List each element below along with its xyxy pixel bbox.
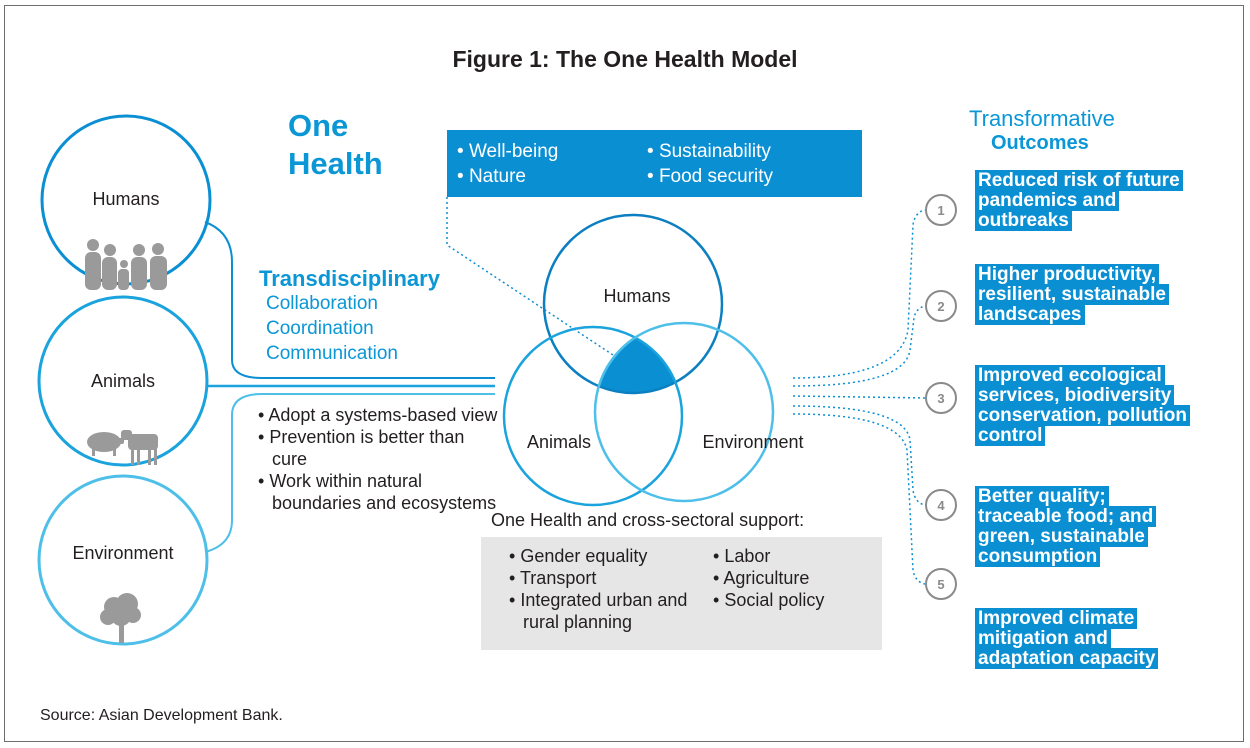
trans-item-collaboration: Collaboration	[266, 293, 378, 314]
source-note: Source: Asian Development Bank.	[40, 707, 283, 724]
environment-connector	[204, 393, 495, 553]
environment-circle	[37, 474, 209, 646]
outcome-num-3: 3	[937, 391, 944, 406]
venn-humans-label: Humans	[603, 286, 670, 306]
outcome-num-2: 2	[937, 299, 944, 314]
support-item: • Social policy	[713, 590, 825, 610]
figure-title: Figure 1: The One Health Model	[452, 46, 798, 72]
figure-frame	[4, 5, 1244, 742]
venn-center-intersection	[595, 327, 682, 393]
values-item-sustainability: • Sustainability	[647, 141, 771, 162]
support-item: • Agriculture	[713, 568, 810, 588]
transdisciplinary-title: Transdisciplinary	[259, 266, 440, 291]
left-animals-label: Animals	[90, 371, 156, 391]
left-environment-label: Environment	[72, 543, 174, 563]
support-item: • Gender equality	[509, 546, 648, 566]
principle-item: • Prevention is better than cure	[258, 427, 465, 469]
venn-humans-circle	[542, 213, 724, 395]
one-health-line1: One	[288, 108, 349, 143]
left-humans-label: Humans	[92, 189, 160, 209]
outcome-num-4: 4	[937, 498, 945, 513]
outcome-num-5: 5	[937, 577, 944, 592]
support-box: • Gender equality • Transport • Integrat…	[481, 537, 882, 650]
values-item-nature: • Nature	[457, 166, 526, 187]
support-label: One Health and cross-sectoral support:	[491, 510, 805, 530]
outcome-4: Better quality; traceable food; and gree…	[975, 486, 1180, 567]
values-item-wellbeing: • Well-being	[457, 141, 559, 162]
outcome-3: Improved ecological services, biodiversi…	[975, 365, 1223, 446]
values-item-food-security: • Food security	[647, 166, 773, 187]
outcome-5: Improved climate mitigation and adaptati…	[975, 608, 1207, 669]
outcome-1: Reduced risk of future pandemics and out…	[975, 170, 1185, 231]
one-health-heading: One Health	[288, 107, 383, 183]
trans-item-coordination: Coordination	[266, 318, 374, 339]
humans-connector	[204, 221, 495, 379]
pig-icon	[87, 432, 124, 456]
outcome-2: Higher productivity, resilient, sustaina…	[975, 264, 1220, 325]
principles-list: • Adopt a systems-based view • Preventio…	[258, 404, 498, 514]
outcomes-heading-line2: Outcomes	[991, 132, 1089, 154]
outcome-number-circles	[925, 194, 957, 600]
venn-environment-circle	[593, 321, 775, 503]
outcomes-heading: Transformative Outcomes	[969, 107, 1115, 155]
cow-icon	[121, 430, 158, 465]
outcome-num-1: 1	[937, 203, 944, 218]
animals-circle	[37, 295, 209, 467]
support-item: • Integrated urban and rural planning	[509, 590, 688, 632]
outcomes-heading-line1: Transformative	[969, 106, 1115, 131]
principle-item: • Adopt a systems-based view	[258, 405, 498, 425]
venn-environment-label: Environment	[702, 432, 803, 452]
values-box: • Well-being • Nature • Sustainability •…	[447, 130, 862, 197]
trans-item-communication: Communication	[266, 343, 398, 364]
outcome-connectors	[792, 209, 927, 585]
support-item: • Labor	[713, 546, 771, 566]
venn-animals-label: Animals	[527, 432, 591, 452]
one-health-line2: Health	[288, 146, 383, 181]
support-item: • Transport	[509, 568, 597, 588]
tree-icon	[100, 593, 141, 643]
people-icon	[85, 239, 167, 290]
values-pointer-line	[446, 197, 614, 356]
principle-item: • Work within natural boundaries and eco…	[258, 471, 497, 513]
venn-animals-circle	[502, 325, 684, 507]
